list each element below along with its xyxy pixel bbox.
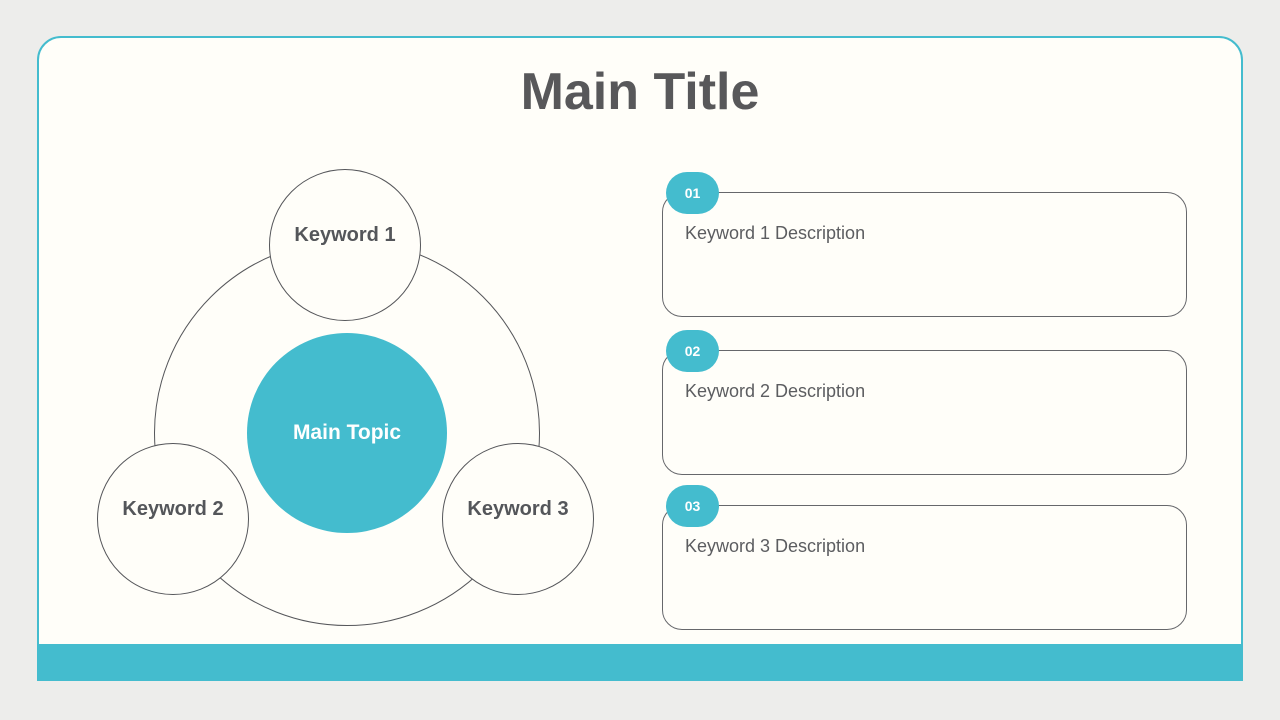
- main-topic-label: Main Topic: [292, 421, 402, 444]
- description-card-2: 02 Keyword 2 Description: [662, 330, 1187, 475]
- keyword-2-circle: Keyword 2: [97, 443, 249, 595]
- keyword-diagram: Main Topic Keyword 1 Keyword 2 Keyword 3: [39, 38, 659, 679]
- description-card-1: 01 Keyword 1 Description: [662, 172, 1187, 317]
- slide: Main Title Main Topic Keyword 1 Keyword …: [37, 36, 1243, 681]
- keyword-1-label: Keyword 1: [294, 223, 396, 246]
- description-text-1: Keyword 1 Description: [685, 223, 866, 243]
- description-card-3: 03 Keyword 3 Description: [662, 485, 1187, 630]
- keyword-1-circle: Keyword 1: [269, 169, 421, 321]
- slide-title: Main Title: [520, 63, 760, 121]
- number-badge-2: 02: [666, 330, 719, 372]
- number-badge-1: 01: [666, 172, 719, 214]
- main-topic-circle: Main Topic: [247, 333, 447, 533]
- footer-bar: [39, 644, 1241, 679]
- description-text-2: Keyword 2 Description: [685, 381, 866, 401]
- number-badge-3: 03: [666, 485, 719, 527]
- keyword-3-label: Keyword 3: [467, 497, 569, 520]
- keyword-3-circle: Keyword 3: [442, 443, 594, 595]
- description-text-3: Keyword 3 Description: [685, 536, 866, 556]
- keyword-2-label: Keyword 2: [122, 497, 224, 520]
